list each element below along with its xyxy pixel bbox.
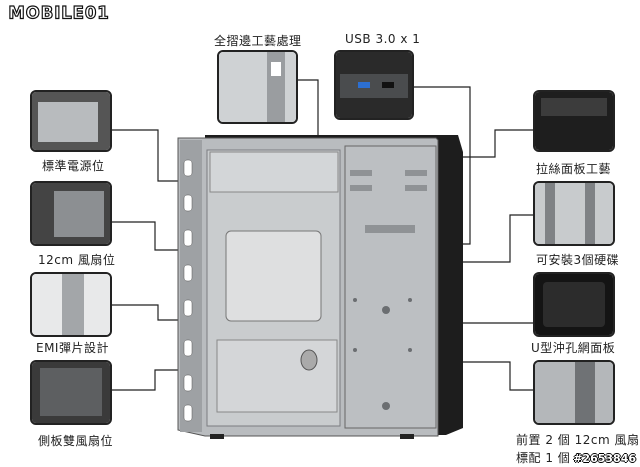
thumb-usb <box>334 50 414 120</box>
thumb-fan-rear <box>30 181 112 246</box>
thumb-side-fans <box>30 360 112 425</box>
callout-label-front-fans-2: 標配 1 個 12 <box>516 451 591 465</box>
callout-label-folded-edge: 全摺邊工藝處理 <box>214 34 302 48</box>
usb-port-icon <box>358 82 370 88</box>
callout-label-front-fans: 前置 2 個 12cm 風扇 <box>516 433 640 447</box>
mobile01-logo: MOBILE01 <box>8 3 110 23</box>
callout-label-brushed-panel: 拉絲面板工藝 <box>536 162 612 176</box>
callout-label-usb: USB 3.0 x 1 <box>345 32 421 46</box>
thumb-folded-edge <box>217 50 298 124</box>
callout-label-hdd: 可安裝3個硬碟 <box>536 253 620 267</box>
callout-label-emi: EMI彈片設計 <box>36 341 109 355</box>
thumb-brushed-panel <box>533 90 615 152</box>
callout-label-side-fans: 側板雙風扇位 <box>38 434 114 448</box>
callout-label-psu: 標準電源位 <box>42 159 105 173</box>
callout-label-fan-rear: 12cm 風扇位 <box>38 253 116 267</box>
callout-label-mesh-panel: U型沖孔網面板 <box>531 341 616 355</box>
thumb-mesh-panel <box>533 272 615 337</box>
thumb-front-fans <box>533 360 615 425</box>
thumb-psu <box>30 90 112 152</box>
svg-text:MOBILE01: MOBILE01 <box>8 4 109 23</box>
thumb-hdd <box>533 181 615 246</box>
thumb-emi <box>30 272 112 337</box>
watermark-id: #2653846 <box>573 452 636 465</box>
